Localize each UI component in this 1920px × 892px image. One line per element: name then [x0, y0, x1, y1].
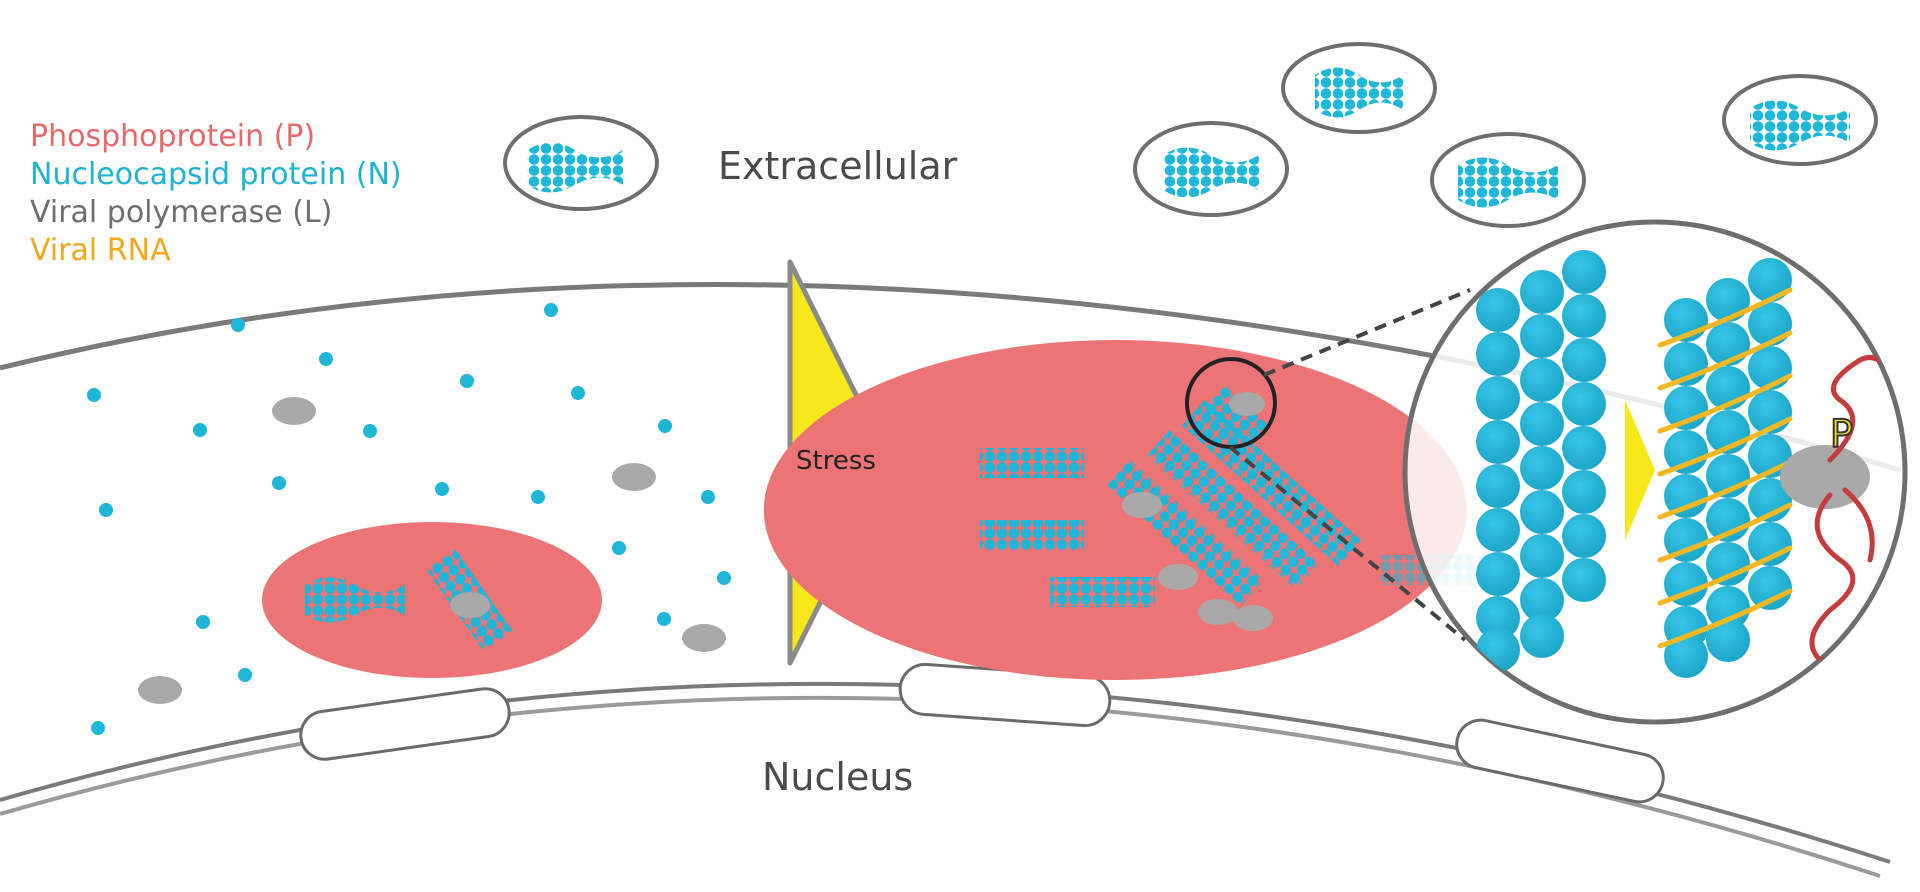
- virion: [1722, 74, 1878, 166]
- free-nucleocapsid-helix: [1476, 250, 1606, 672]
- nucleus-label: Nucleus: [762, 755, 914, 799]
- phosphoprotein-marker: P: [1829, 411, 1854, 457]
- large-condensate: [763, 340, 1467, 680]
- rna-bound-nucleocapsid-helix: [1664, 258, 1792, 678]
- virion: [1133, 121, 1289, 217]
- dispersed-nucleocapsid-proteins: [87, 303, 731, 735]
- legend-item-nucleocapsid: Nucleocapsid protein (N): [30, 157, 402, 192]
- legend-item-rna: Viral RNA: [30, 233, 171, 268]
- nuclear-pore: [1455, 718, 1665, 804]
- zoom-guide-bottom: [1228, 445, 1467, 642]
- stress-label: Stress: [796, 446, 876, 476]
- virion: [1281, 42, 1437, 134]
- nucleocapsid-filament: [305, 577, 405, 623]
- polymerase: [450, 592, 490, 618]
- zoom-content: [1476, 250, 1905, 678]
- legend-item-polymerase: Viral polymerase (L): [30, 195, 333, 230]
- virion: [503, 115, 659, 211]
- viral-rna-strands: [1657, 287, 1793, 649]
- viral-polymerases: [138, 397, 726, 704]
- virion: [1430, 132, 1586, 228]
- legend-item-phosphoprotein: Phosphoprotein (P): [30, 119, 316, 154]
- condensate-polymerases: [1122, 392, 1273, 631]
- zoom-arrow: [1625, 400, 1655, 540]
- extracellular-label: Extracellular: [718, 144, 958, 188]
- zoom-guide-top: [1263, 288, 1471, 377]
- small-condensate: [262, 522, 602, 678]
- legend: Phosphoprotein (P) Nucleocapsid protein …: [30, 118, 402, 270]
- nuclear-pore: [299, 687, 511, 761]
